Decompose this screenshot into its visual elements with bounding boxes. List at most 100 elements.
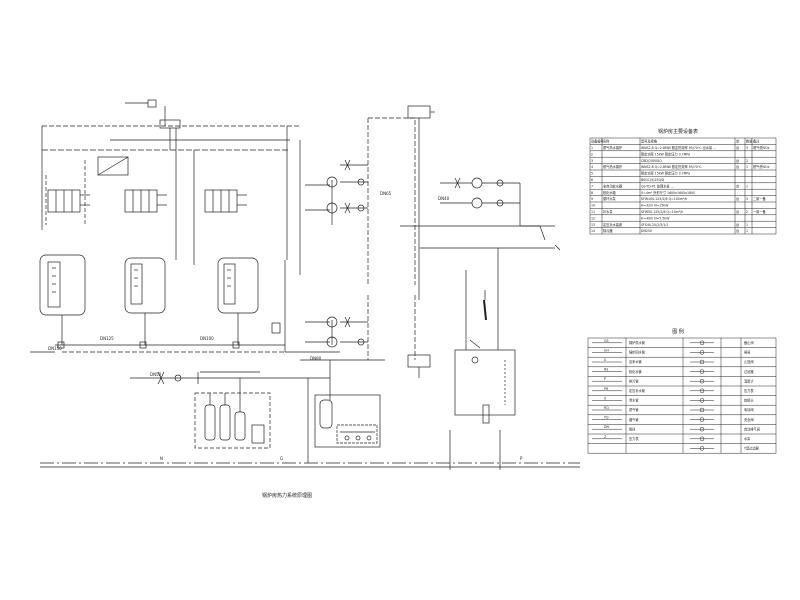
table-cell: 5 xyxy=(591,172,593,176)
table-cell: WNS2.8 Q=2.8MW 额定热效率 95/70℃ 出水量 ... xyxy=(641,145,716,150)
label-dn80: DN80 xyxy=(310,356,322,361)
legend-code: RQ xyxy=(604,406,609,410)
table-cell: CBD/2000XQ xyxy=(641,159,662,163)
table-cell: 6 xyxy=(591,178,593,182)
table-cell: 1 xyxy=(746,229,748,233)
boiler-3 xyxy=(217,257,259,345)
table-cell: 燃气低NOx xyxy=(753,164,769,169)
table-cell: 燃气热水锅炉 xyxy=(603,145,622,150)
legend-code: Z xyxy=(604,435,607,439)
legend-name: 管径 xyxy=(629,426,636,431)
legend-name: 燃气管 xyxy=(629,407,639,412)
table-cell: 台 xyxy=(736,145,739,150)
table-cell: 14 xyxy=(591,229,595,233)
return-header xyxy=(30,260,340,353)
legend: 图 例 GS锅炉供水管GH锅炉回水管S自来水管RS软化水管P排污管PH定压补水管… xyxy=(587,328,777,454)
table-header-cell: 名称 xyxy=(603,139,610,144)
softener-unit xyxy=(307,378,381,463)
legend-name: 泄水管 xyxy=(629,398,639,403)
legend-code: P xyxy=(604,377,606,381)
table-cell: WNS2.8 Q=2.8MW 额定热效率 95/70℃ xyxy=(641,164,702,169)
table-cell: 补水泵 xyxy=(603,209,613,214)
label-p: P xyxy=(520,456,523,461)
table-cell: 全自动软水器 xyxy=(603,183,623,188)
table-cell: 7 xyxy=(591,184,593,188)
legend-symbol-name: 过滤器 xyxy=(744,369,754,374)
label-g: G xyxy=(280,456,283,461)
table-cell: 12 xyxy=(591,216,595,220)
boiler-2 xyxy=(124,257,166,345)
legend-symbol-name: Y型过滤器 xyxy=(744,446,760,451)
legend-symbol-name: 软接头 xyxy=(744,398,754,403)
table-cell: 2 xyxy=(591,152,593,156)
label-dn65: DN65 xyxy=(380,191,392,196)
legend-title: 图 例 xyxy=(672,328,684,335)
table-cell: 8 xyxy=(591,191,593,195)
table-cell: 3 xyxy=(746,146,748,150)
legend-name: 锅炉回水管 xyxy=(629,350,645,355)
legend-code: S xyxy=(604,358,606,362)
table-cell: 1 xyxy=(591,146,593,150)
table-cell: H=32m N=15kW xyxy=(641,204,669,208)
expansion-tank xyxy=(407,248,516,470)
legend-code: DN xyxy=(604,425,609,429)
gas-pipeline xyxy=(130,359,385,400)
table-cell: QS-YD-P1 处理水量 ... xyxy=(641,183,674,188)
legend-symbol-name: 自动排气阀 xyxy=(744,426,760,431)
table-cell: 额定功率 15kW 额定压力 0.7MPa xyxy=(641,171,690,176)
table-cell: 台 xyxy=(736,158,739,163)
table-cell: 除污器 xyxy=(603,228,613,233)
table-cell: 台 xyxy=(736,183,739,188)
table-cell: 9 xyxy=(591,197,593,201)
table-cell: 1 xyxy=(746,223,748,227)
table-header-cell: 单 xyxy=(736,139,740,144)
table-header-cell: 备注 xyxy=(753,139,760,144)
pump-group-lower xyxy=(305,295,416,360)
legend-symbol-name: 截止阀 xyxy=(744,340,754,345)
legend-code: YQ xyxy=(604,416,609,420)
legend-symbol-name: 温度计 xyxy=(744,378,754,383)
table-cell: 1 xyxy=(746,184,748,188)
table-cell: 10 xyxy=(591,204,595,208)
table-cell: SFW50-125/2/8 Q=10m³/h xyxy=(641,210,683,214)
table-cell: 一用一备 xyxy=(753,209,767,214)
table-cell: BSGC(X)250/D xyxy=(641,178,665,182)
label-dn100: DN100 xyxy=(200,336,214,341)
legend-symbol-name: 电动阀 xyxy=(744,407,754,412)
table-cell: 台 xyxy=(736,228,739,233)
drawing-title: 锅炉房热力系统原理图 xyxy=(262,492,312,499)
boiler-burner-2 xyxy=(97,156,167,213)
legend-symbol-name: 闸阀 xyxy=(744,350,750,355)
pump-group-upper xyxy=(299,117,416,285)
label-dn125: DN125 xyxy=(100,336,114,341)
legend-code: X xyxy=(604,396,607,400)
table-cell: 软化水箱 xyxy=(603,190,617,195)
table-cell: 2 xyxy=(746,210,748,214)
label-n: N xyxy=(160,456,163,461)
table-cell: 额定功率 15kW 额定压力 0.7MPa xyxy=(641,151,690,156)
table-cell: SFW100-125/2/8 Q=100m³/h xyxy=(641,197,687,201)
legend-name: 锅炉供水管 xyxy=(629,340,645,345)
table-cell: 台 xyxy=(736,222,739,227)
legend-name: 烟气管 xyxy=(629,417,639,422)
table-cell: 13 xyxy=(591,223,595,227)
table-cell: V=4m³ 外形尺寸 1600x1600x1800 xyxy=(641,190,695,195)
boiler-burner-3 xyxy=(204,189,247,213)
legend-code: RS xyxy=(604,368,608,372)
table-cell: H=40m N=5.5kW xyxy=(641,216,670,220)
label-dn50: DN50 xyxy=(150,372,162,377)
legend-symbol-name: 压力表 xyxy=(744,388,754,393)
legend-code: GH xyxy=(604,348,609,352)
table-cell: 2 xyxy=(746,159,748,163)
table-cell: 循环水泵 xyxy=(603,196,617,201)
legend-name: 定压补水管 xyxy=(629,388,645,393)
outlet-line-2 xyxy=(539,225,546,241)
table-cell: 1 xyxy=(746,165,748,169)
boiler-1 xyxy=(39,254,86,345)
table-header-cell: 数量 xyxy=(746,139,753,144)
table-cell: 4 xyxy=(591,165,593,169)
sub-cylinder xyxy=(400,105,555,300)
table-cell: 11 xyxy=(591,210,595,214)
